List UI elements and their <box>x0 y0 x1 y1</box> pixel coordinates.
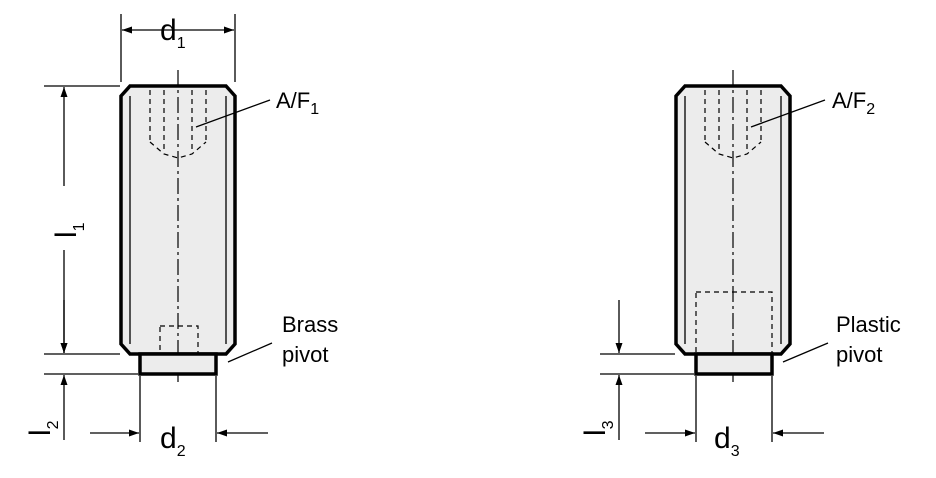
left-pivot-label-line1: Brass <box>282 312 338 337</box>
right-af-label: A/F2 <box>832 88 875 118</box>
left-af-label: A/F1 <box>276 88 319 118</box>
left-af-leader <box>195 99 271 128</box>
right-pivot-label-line1: Plastic <box>836 312 901 337</box>
left-l2-label: l2 <box>24 420 62 436</box>
right-l3-label: l3 <box>579 420 617 436</box>
right-af-leader <box>750 99 826 128</box>
left-d2-label: d2 <box>160 422 186 460</box>
left-pivot-label-line2: pivot <box>282 342 328 367</box>
right-hex-socket-hidden <box>704 90 762 159</box>
left-brass-pivot <box>138 352 218 376</box>
left-d1-label: d1 <box>160 14 186 52</box>
left-hex-socket-hidden <box>149 90 207 159</box>
left-pivot-leader <box>227 342 273 363</box>
right-d3-label: d3 <box>714 422 740 460</box>
right-plastic-pivot <box>694 352 774 376</box>
right-pivot-label-line2: pivot <box>836 342 882 367</box>
left-set-screw: d1 l1 l2 d2 A/F1 Brass pivot <box>24 14 338 460</box>
right-pivot-leader <box>782 342 829 363</box>
left-l1-label: l1 <box>50 222 88 238</box>
right-set-screw: l3 d3 A/F2 Plastic pivot <box>579 70 901 460</box>
